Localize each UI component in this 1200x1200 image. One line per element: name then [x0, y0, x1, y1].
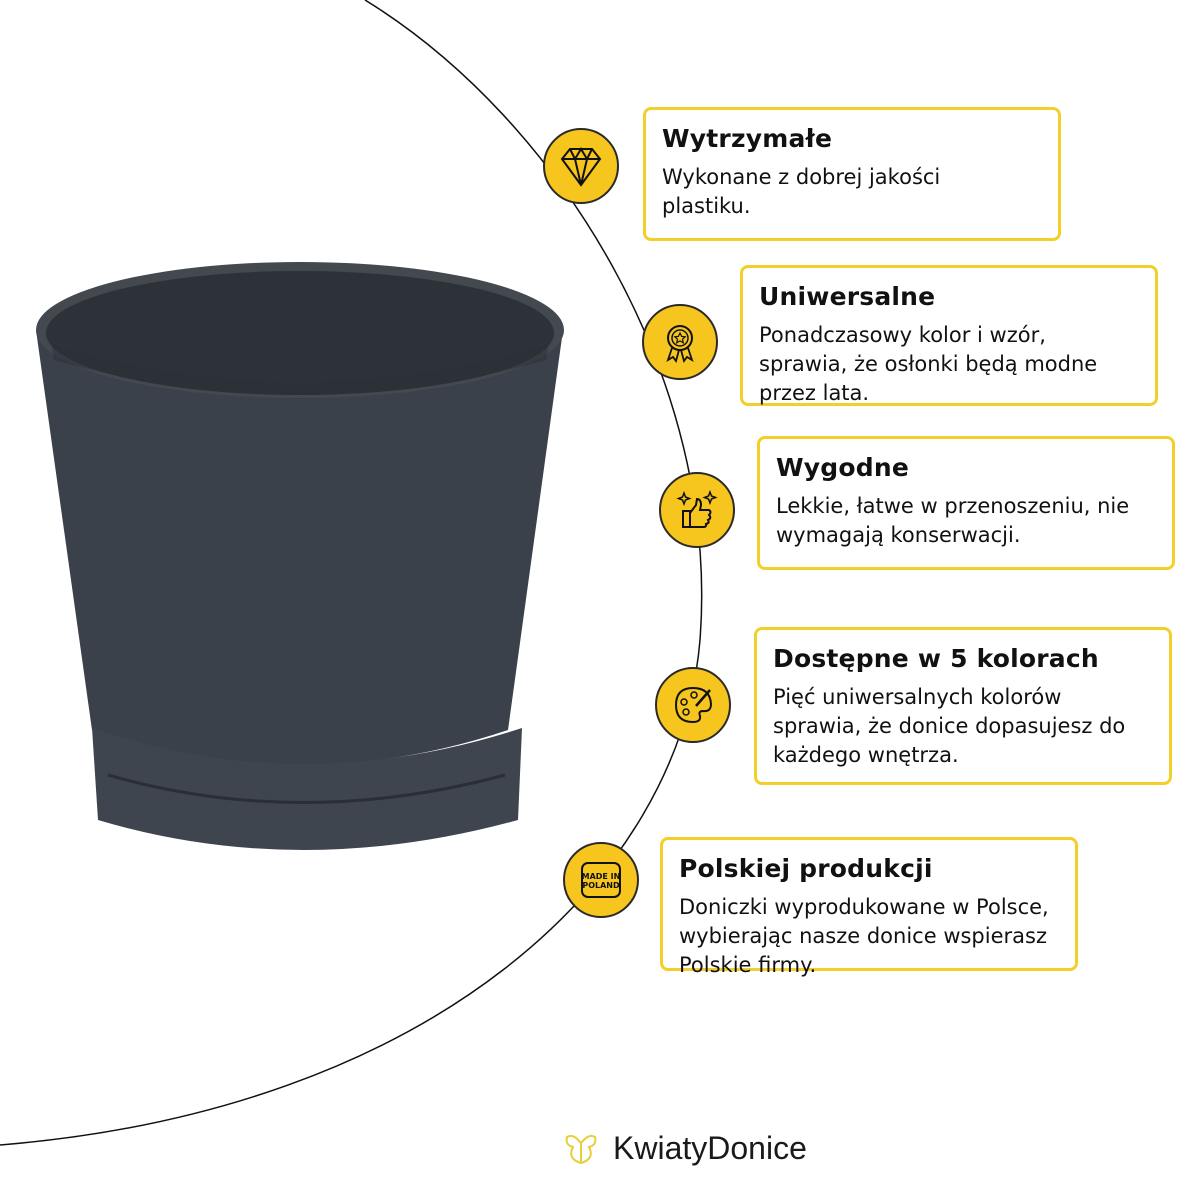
brand-name: KwiatyDonice — [613, 1130, 807, 1166]
feature-text: Pięć uniwersalnych kolorów sprawia, że d… — [773, 685, 1126, 767]
svg-text:POLAND: POLAND — [582, 881, 620, 890]
feature-text: Ponadczasowy kolor i wzór, sprawia, że o… — [759, 323, 1098, 405]
brand-logo: KwiatyDonice — [563, 1130, 807, 1167]
feature-card-colors: Dostępne w 5 kolorach Pięć uniwersalnych… — [754, 627, 1172, 785]
feature-text: Doniczki wyprodukowane w Polsce, wybiera… — [679, 895, 1049, 977]
thumbs-up-sparkle-icon — [659, 472, 735, 548]
feature-title: Wygodne — [776, 453, 909, 482]
feature-card-universal: Uniwersalne Ponadczasowy kolor i wzór, s… — [740, 265, 1158, 406]
feature-card-convenient: Wygodne Lekkie, łatwe w przenoszeniu, ni… — [757, 436, 1175, 570]
feature-title: Polskiej produkcji — [679, 854, 933, 883]
feature-text: Wykonane z dobrej jakości plastiku. — [662, 165, 941, 218]
feature-title: Wytrzymałe — [662, 124, 833, 153]
award-medal-icon — [642, 304, 718, 380]
butterfly-logo-icon — [565, 1134, 597, 1164]
feature-text: Lekkie, łatwe w przenoszeniu, nie wymaga… — [776, 494, 1130, 547]
svg-text:MADE IN: MADE IN — [582, 872, 621, 881]
feature-card-durable: Wytrzymałe Wykonane z dobrej jakości pla… — [643, 107, 1061, 241]
feature-card-polish-made: Polskiej produkcji Doniczki wyprodukowan… — [660, 837, 1078, 977]
product-pot-image — [36, 262, 564, 850]
palette-icon — [655, 667, 731, 743]
diamond-icon — [543, 128, 619, 204]
feature-title: Dostępne w 5 kolorach — [773, 644, 1099, 673]
feature-title: Uniwersalne — [759, 282, 936, 311]
